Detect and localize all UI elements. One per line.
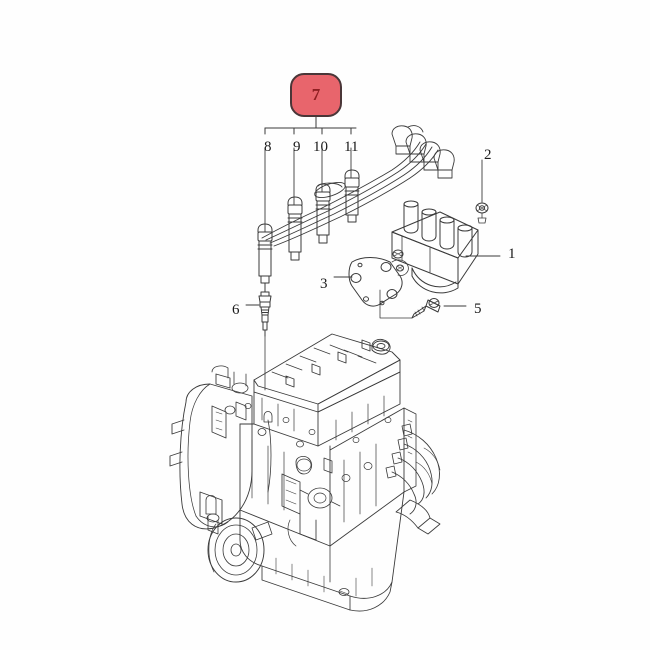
cable-boot-10 — [315, 183, 331, 244]
callout-label-3[interactable]: 3 — [320, 276, 328, 292]
highlight-badge-7[interactable]: 7 — [290, 73, 342, 117]
leader-lines-cables — [264, 147, 352, 233]
callout-label-6[interactable]: 6 — [232, 302, 240, 318]
callout-label-10[interactable]: 10 — [313, 139, 328, 155]
coil-mounting-bolt-art — [475, 202, 489, 224]
callout-label-2[interactable]: 2 — [484, 147, 492, 163]
callout-label-8[interactable]: 8 — [264, 139, 272, 155]
callout-label-5[interactable]: 5 — [474, 301, 482, 317]
cable-boot-9 — [287, 196, 303, 261]
ignition-coil-pack-art — [391, 200, 479, 294]
callout-label-1[interactable]: 1 — [508, 246, 516, 262]
callout-label-11[interactable]: 11 — [344, 139, 359, 155]
cable-boot-11 — [344, 169, 360, 223]
spark-plug-art — [258, 282, 272, 391]
bracket-bolt-art — [379, 289, 441, 319]
coil-bracket-plate-art — [348, 257, 409, 307]
cable-boot-8 — [257, 223, 273, 284]
callout-bracket-7 — [264, 116, 357, 135]
engine-assembly-art — [169, 333, 441, 612]
ignition-cable-set-art — [257, 125, 455, 284]
callout-label-9[interactable]: 9 — [293, 139, 301, 155]
